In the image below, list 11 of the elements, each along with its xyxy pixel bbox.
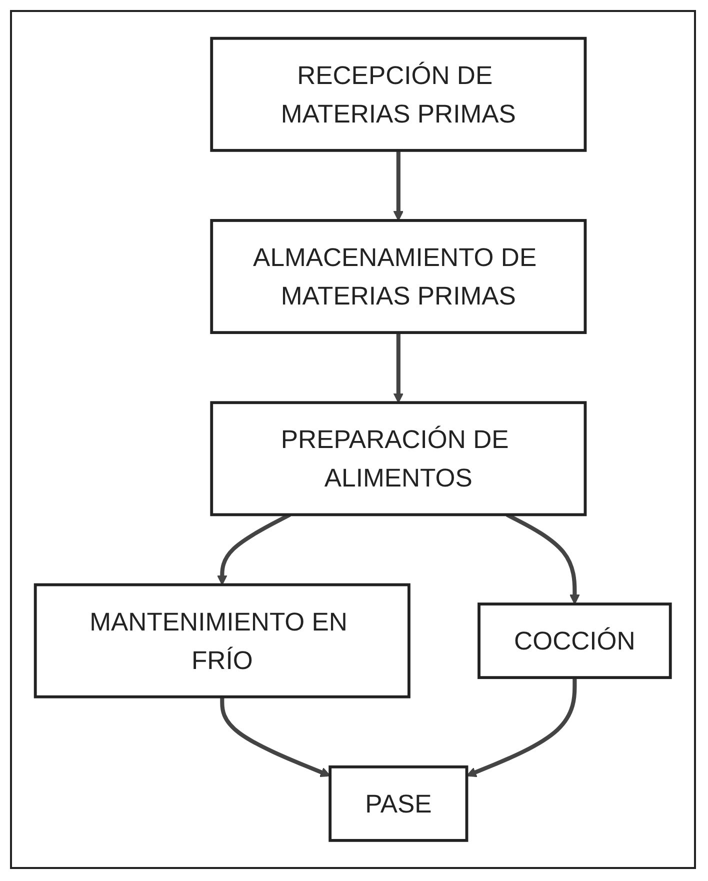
node-box bbox=[210, 37, 587, 152]
arrow bbox=[466, 678, 577, 778]
node-box bbox=[34, 583, 411, 698]
node-box bbox=[210, 401, 587, 516]
flowchart: RECEPCIÓN DE MATERIAS PRIMAS ALMACENAMIENTO DE MATERIAS PRIMAS PREPARACIÓN DE ALIMENTOS MANTENIMIENTO EN FRÍO COCCIÓN PASE bbox=[26, 29, 680, 850]
node-box bbox=[328, 766, 468, 842]
node-box bbox=[478, 602, 672, 680]
arrow bbox=[393, 332, 404, 404]
arrow bbox=[220, 696, 331, 778]
node-box bbox=[210, 219, 587, 334]
arrow bbox=[393, 150, 404, 222]
